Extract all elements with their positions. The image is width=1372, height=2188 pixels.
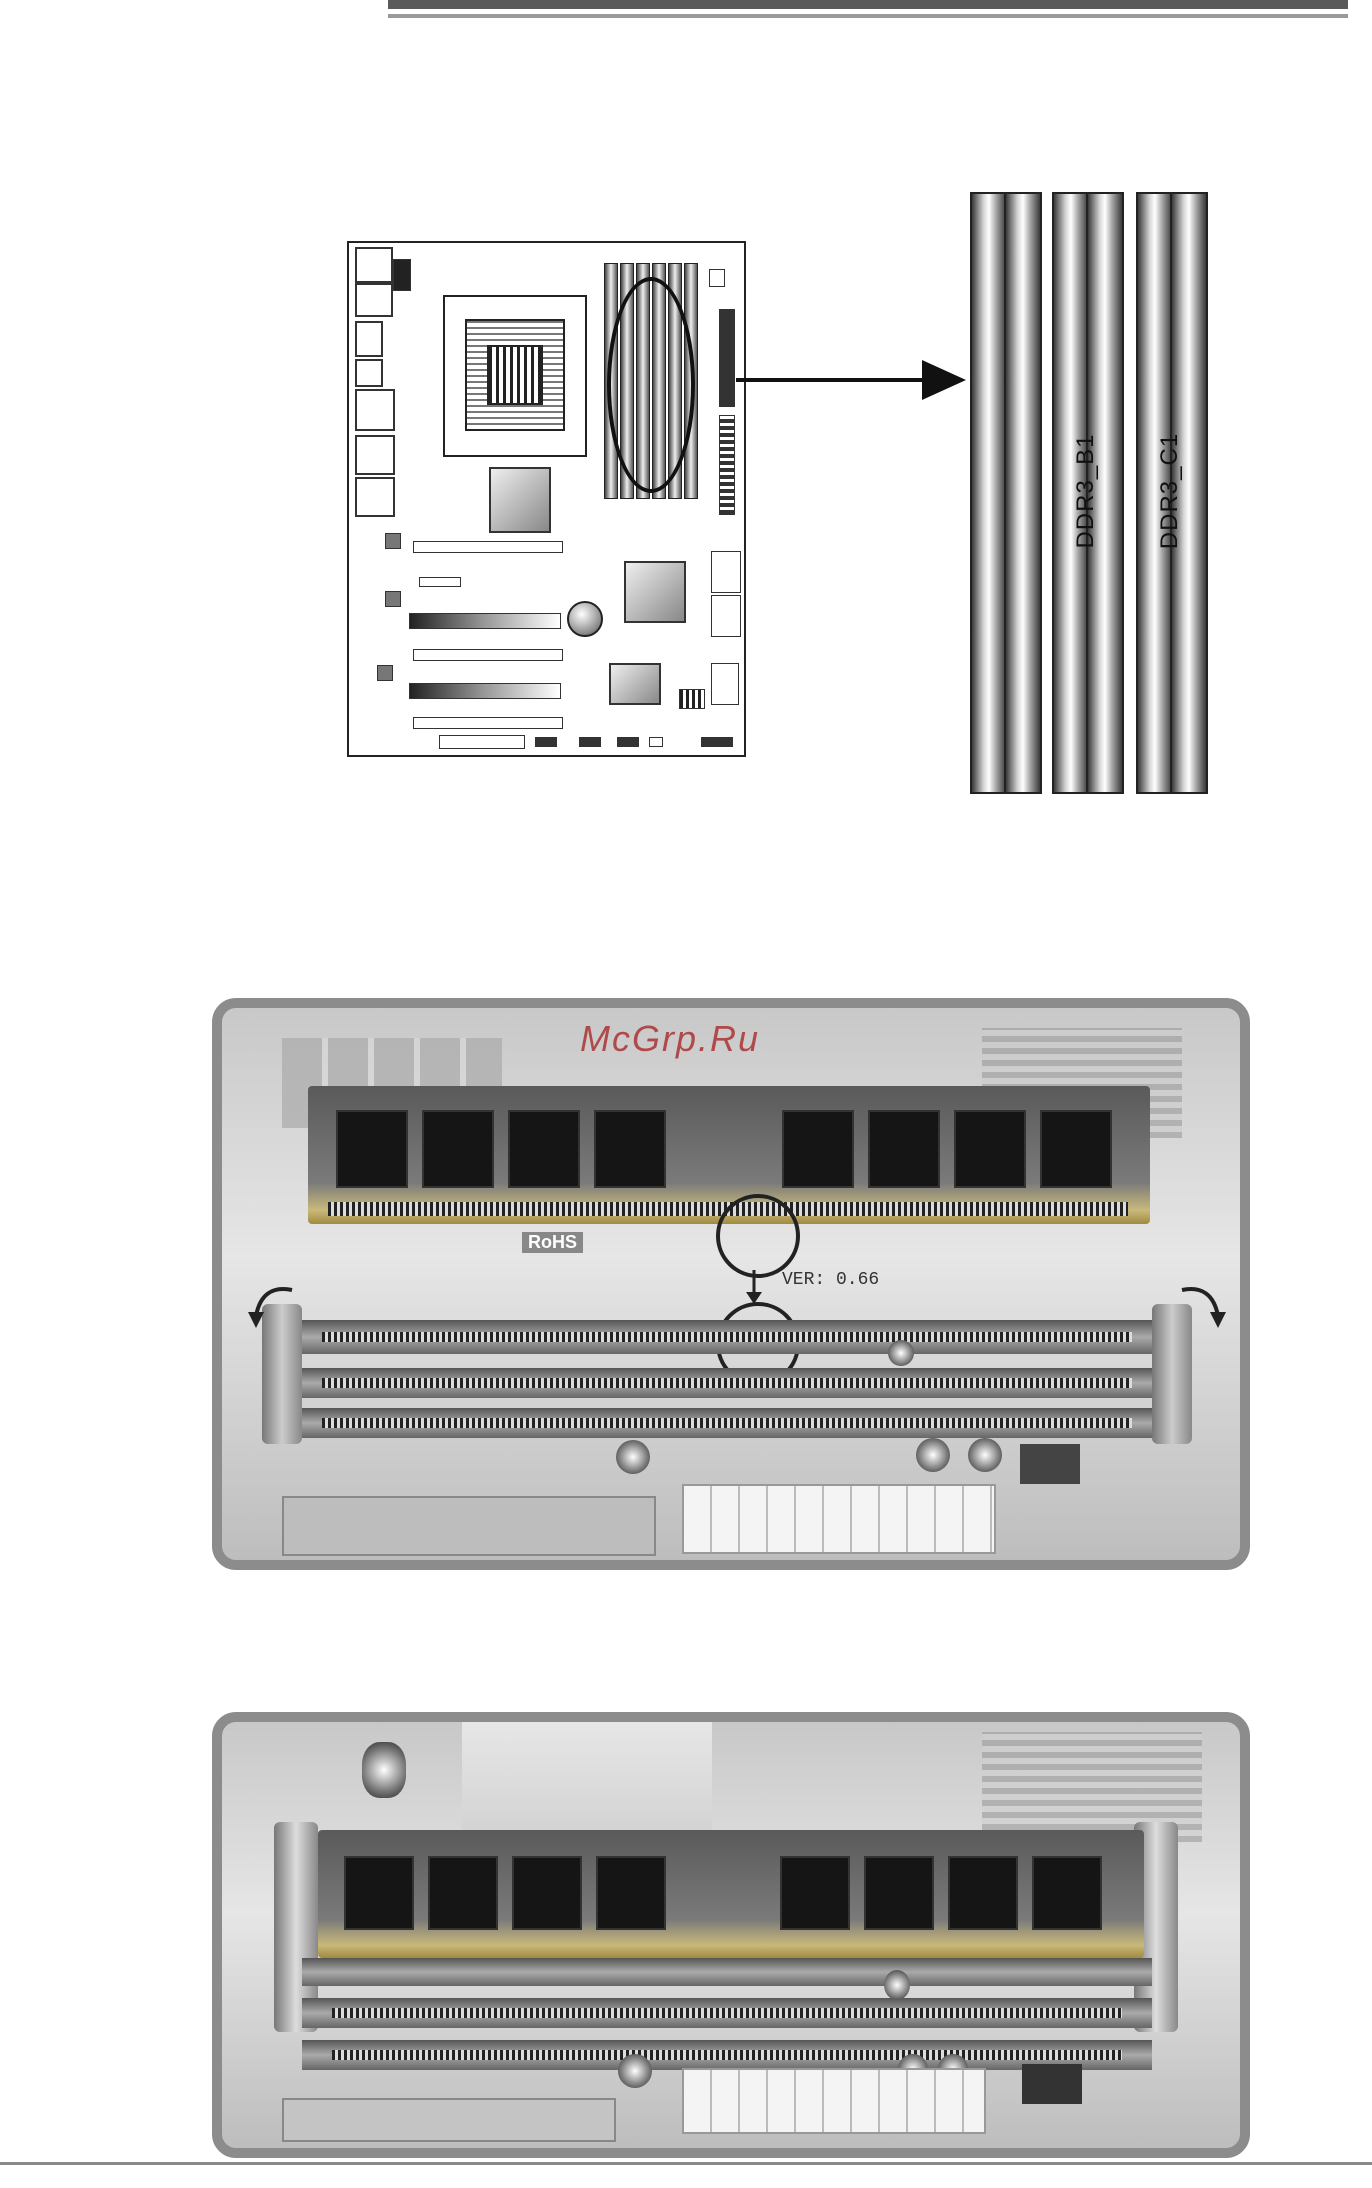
capacitor	[616, 1440, 650, 1474]
ide-connector	[282, 1496, 656, 1556]
southbridge	[624, 561, 686, 623]
dimm-slot	[292, 1408, 1162, 1438]
pci-slot	[413, 649, 563, 661]
memory-module	[308, 1086, 1150, 1224]
module-notch-circle	[716, 1194, 800, 1278]
sata-connector	[711, 663, 739, 705]
jumper	[649, 737, 663, 747]
chip	[377, 665, 393, 681]
footer-rule	[0, 2162, 1372, 2165]
chip	[385, 591, 401, 607]
atx-power-connector	[682, 1484, 996, 1554]
memory-chip	[336, 1110, 408, 1188]
dimm-slot	[302, 1998, 1152, 2028]
ide-connector	[719, 415, 735, 515]
chip	[1020, 1444, 1080, 1484]
atx-power-connector	[682, 2068, 986, 2134]
pci-slot	[413, 541, 563, 553]
chip	[1022, 2064, 1082, 2104]
memory-chip	[1032, 1856, 1102, 1930]
pcie-x1-slot	[419, 577, 461, 587]
io-port	[355, 389, 395, 431]
dimm-slot-c1: DDR3_C1	[1136, 192, 1204, 790]
dimm-slot-a1-half	[970, 192, 1008, 794]
pcie-x16-slot	[409, 683, 561, 699]
latch-open-arrow-right	[1172, 1276, 1232, 1336]
memory-chip	[868, 1110, 940, 1188]
io-chip	[609, 663, 661, 705]
memory-chip	[428, 1856, 498, 1930]
memory-chip	[508, 1110, 580, 1188]
memory-chip	[344, 1856, 414, 1930]
slot-b1-label: DDR3_B1	[1072, 433, 1100, 548]
header-rule-thin	[388, 14, 1348, 18]
io-port	[355, 359, 383, 387]
dimm-slot-b1: DDR3_B1	[1052, 192, 1120, 790]
header	[679, 689, 705, 709]
capacitor	[618, 2054, 652, 2088]
memory-chip	[954, 1110, 1026, 1188]
floppy-connector	[439, 735, 525, 749]
memory-chip	[948, 1856, 1018, 1930]
dimm-slot-a1-half	[1004, 192, 1042, 794]
pcie-x16-slot	[409, 613, 561, 629]
io-port	[355, 435, 395, 475]
memory-module-seated	[318, 1830, 1144, 1958]
io-port	[355, 477, 395, 517]
atx-power-connector	[719, 309, 735, 407]
capacitor	[884, 1970, 910, 2000]
io-port	[355, 247, 393, 283]
version-mark: VER: 0.66	[782, 1270, 879, 1290]
motherboard-diagram	[347, 241, 746, 757]
pointer-arrow	[736, 350, 968, 410]
fan-header	[393, 259, 411, 291]
highlight-ellipse	[607, 277, 695, 493]
io-port	[355, 283, 393, 317]
capacitor	[968, 1438, 1002, 1472]
slot-c1-label: DDR3_C1	[1156, 433, 1184, 549]
dimm-slot	[292, 1320, 1162, 1354]
memory-chip	[864, 1856, 934, 1930]
memory-chip	[596, 1856, 666, 1930]
memory-chip	[594, 1110, 666, 1188]
dimm-slot	[292, 1368, 1162, 1398]
jumper	[709, 269, 725, 287]
chip	[385, 533, 401, 549]
rohs-mark: RoHS	[522, 1232, 583, 1253]
cmos-battery	[567, 601, 603, 637]
memory-chip	[780, 1856, 850, 1930]
header-rule	[388, 0, 1348, 9]
header	[617, 737, 639, 747]
cpu-socket	[443, 295, 587, 457]
header	[579, 737, 601, 747]
memory-chip	[782, 1110, 854, 1188]
align-arrow	[742, 1270, 766, 1306]
northbridge	[489, 467, 551, 533]
capacitor	[888, 1340, 914, 1366]
photo-module-installed	[212, 1712, 1250, 2158]
memory-chip	[1040, 1110, 1112, 1188]
watermark: McGrp.Ru	[580, 1018, 760, 1060]
io-port	[355, 321, 383, 357]
capacitor	[916, 1438, 950, 1472]
photo-insert-module: McGrp.Ru RoHS VER: 0.66	[212, 998, 1250, 1570]
pci-slot	[413, 717, 563, 729]
capacitor	[362, 1742, 406, 1798]
header	[535, 737, 557, 747]
ide-connector	[282, 2098, 616, 2142]
memory-chip	[512, 1856, 582, 1930]
dimm-slot	[302, 1958, 1152, 1986]
latch-open-arrow-left	[242, 1276, 302, 1336]
front-panel-header	[701, 737, 733, 747]
sata-connector	[711, 551, 741, 593]
memory-chip	[422, 1110, 494, 1188]
sata-connector	[711, 595, 741, 637]
